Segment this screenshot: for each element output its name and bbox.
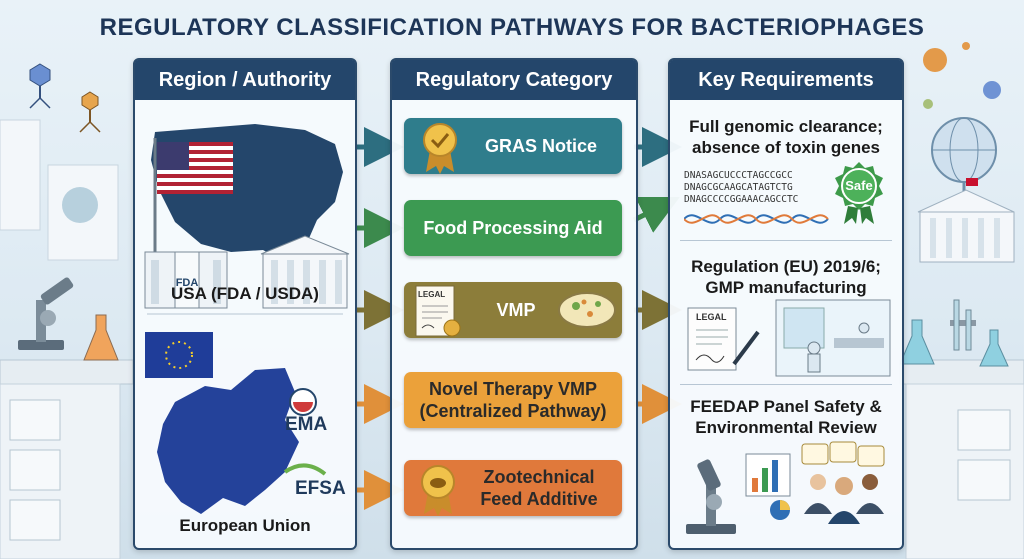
- section-divider: [680, 240, 892, 241]
- requirement-genomic-clearance: Full genomic clearance; absence of toxin…: [670, 116, 902, 158]
- bacteriophage-icon: [29, 63, 101, 133]
- category-label: Novel Therapy VMP (Centralized Pathway): [404, 378, 622, 422]
- classical-building-icon: [260, 235, 350, 309]
- speech-bubbles-icon: [801, 441, 885, 467]
- category-label-line2: (Centralized Pathway): [419, 401, 607, 421]
- legal-document-pen-icon: [687, 307, 760, 371]
- award-medal-icon: [423, 123, 457, 174]
- requirement-line2: absence of toxin genes: [692, 138, 880, 157]
- category-label-line1: Novel Therapy VMP: [428, 379, 598, 399]
- region-illustrations: FDA: [144, 124, 350, 514]
- category-food-processing-aid: Food Processing Aid: [404, 200, 622, 256]
- flask-icon: [83, 314, 119, 361]
- safe-seal-label: Safe: [845, 178, 873, 193]
- expert-panel-icon: [804, 474, 884, 524]
- test-tube-rack-icon: [950, 299, 976, 351]
- regulatory-category-header: Regulatory Category: [392, 60, 636, 100]
- region-authority-column: Region / Authority FDA: [133, 58, 357, 550]
- ema-label: EMA: [285, 414, 328, 435]
- fda-building-icon: [144, 251, 228, 309]
- usa-region-label: USA (FDA / USDA): [171, 284, 319, 303]
- eu-flag-icon: [145, 332, 213, 378]
- safe-seal-icon: [835, 162, 883, 224]
- virus-icon: [923, 42, 1001, 109]
- category-label: Food Processing Aid: [423, 218, 603, 238]
- dna-line: DNAGCCCCGGAAACAGCCTC: [684, 194, 799, 205]
- requirement-line1: FEEDAP Panel Safety &: [690, 397, 882, 416]
- cleanroom-lab-icon: [775, 299, 891, 377]
- eu-region-label: European Union: [179, 516, 311, 535]
- page-title: REGULATORY CLASSIFICATION PATHWAYS FOR B…: [99, 14, 925, 41]
- requirement-feedap-review: FEEDAP Panel Safety & Environmental Revi…: [670, 396, 902, 438]
- requirement-line2: GMP manufacturing: [705, 278, 867, 297]
- dna-line: DNASAGCUCCCTAGCCGCC: [684, 170, 793, 181]
- legal-document-label: LEGAL: [418, 290, 446, 299]
- efsa-label: EFSA: [295, 478, 346, 499]
- region-authority-header: Region / Authority: [135, 60, 355, 100]
- requirement-line1: Regulation (EU) 2019/6;: [691, 257, 881, 276]
- category-gras-notice: GRAS Notice: [404, 118, 622, 174]
- fda-logo: FDA: [176, 277, 199, 289]
- requirement-regulation-gmp: Regulation (EU) 2019/6; GMP manufacturin…: [670, 256, 902, 298]
- flask-icon: [899, 319, 1009, 367]
- key-requirements-header: Key Requirements: [670, 60, 902, 100]
- category-zootechnical-feed-additive: Zootechnical Feed Additive: [404, 460, 622, 516]
- category-vmp: LEGAL VMP: [404, 282, 622, 338]
- category-label-line1: Zootechnical: [483, 467, 595, 487]
- section-divider: [680, 384, 892, 385]
- legal-document-icon: [415, 285, 461, 337]
- review-panel-illustration: [686, 441, 885, 534]
- bar-chart-icon: [745, 453, 791, 520]
- globe-icon: [931, 117, 997, 198]
- category-label: Zootechnical Feed Additive: [464, 466, 614, 510]
- requirement-line2: Environmental Review: [695, 418, 877, 437]
- petri-dish-icon: [558, 292, 616, 328]
- category-label: VMP: [496, 300, 536, 320]
- microscope-icon: [18, 277, 74, 350]
- award-medal-icon: [421, 465, 455, 516]
- arrow-processing-aid-genomic: [632, 197, 680, 233]
- key-requirements-column: Key Requirements Full genomic clearance;…: [668, 58, 904, 550]
- dna-line: DNAGCGCAAGCATAGTCTG: [684, 182, 793, 193]
- efsa-logo-icon: [283, 463, 327, 476]
- category-novel-therapy-vmp: Novel Therapy VMP (Centralized Pathway): [404, 372, 622, 428]
- dna-sequence: DNASAGCUCCCTAGCCGCC DNAGCGCAAGCATAGTCTG …: [684, 170, 798, 206]
- legal-document-label: LEGAL: [696, 312, 727, 322]
- microscope-icon: [686, 459, 736, 534]
- dna-helix-icon: [684, 214, 829, 224]
- regulatory-category-column: Regulatory Category GRAS Notice Food Pro…: [390, 58, 638, 550]
- ema-logo-icon: [289, 388, 317, 416]
- requirement-line1: Full genomic clearance;: [689, 117, 883, 136]
- capitol-building-icon: [917, 178, 1015, 263]
- category-label-line2: Feed Additive: [480, 489, 598, 509]
- category-label: GRAS Notice: [484, 136, 598, 156]
- eu-map-icon: [157, 368, 299, 514]
